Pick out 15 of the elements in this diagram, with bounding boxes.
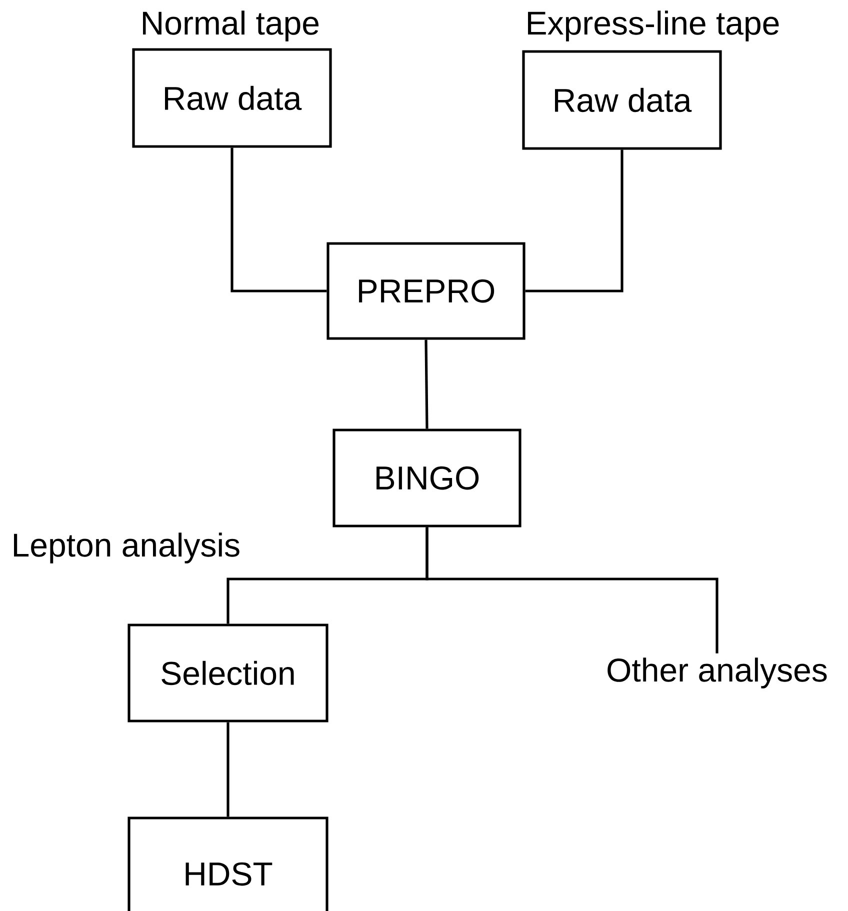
branch-label: Other analyses (608, 658, 827, 688)
connector-line (424, 340, 428, 429)
box-heading: Normal tape (143, 10, 319, 42)
process-box: Selection (128, 624, 328, 722)
process-box: BINGO (332, 428, 522, 528)
process-box: PREPRO (326, 242, 526, 340)
process-box: Raw data (132, 48, 332, 148)
connector-line (525, 150, 624, 292)
connector-line (226, 722, 230, 817)
branch-heading: Lepton analysis (14, 532, 240, 564)
process-box: HDST (128, 816, 328, 911)
process-box: Raw data (522, 50, 722, 150)
connector-line (230, 148, 327, 292)
box-heading: Express-line tape (528, 10, 779, 42)
connector-line (426, 527, 718, 654)
